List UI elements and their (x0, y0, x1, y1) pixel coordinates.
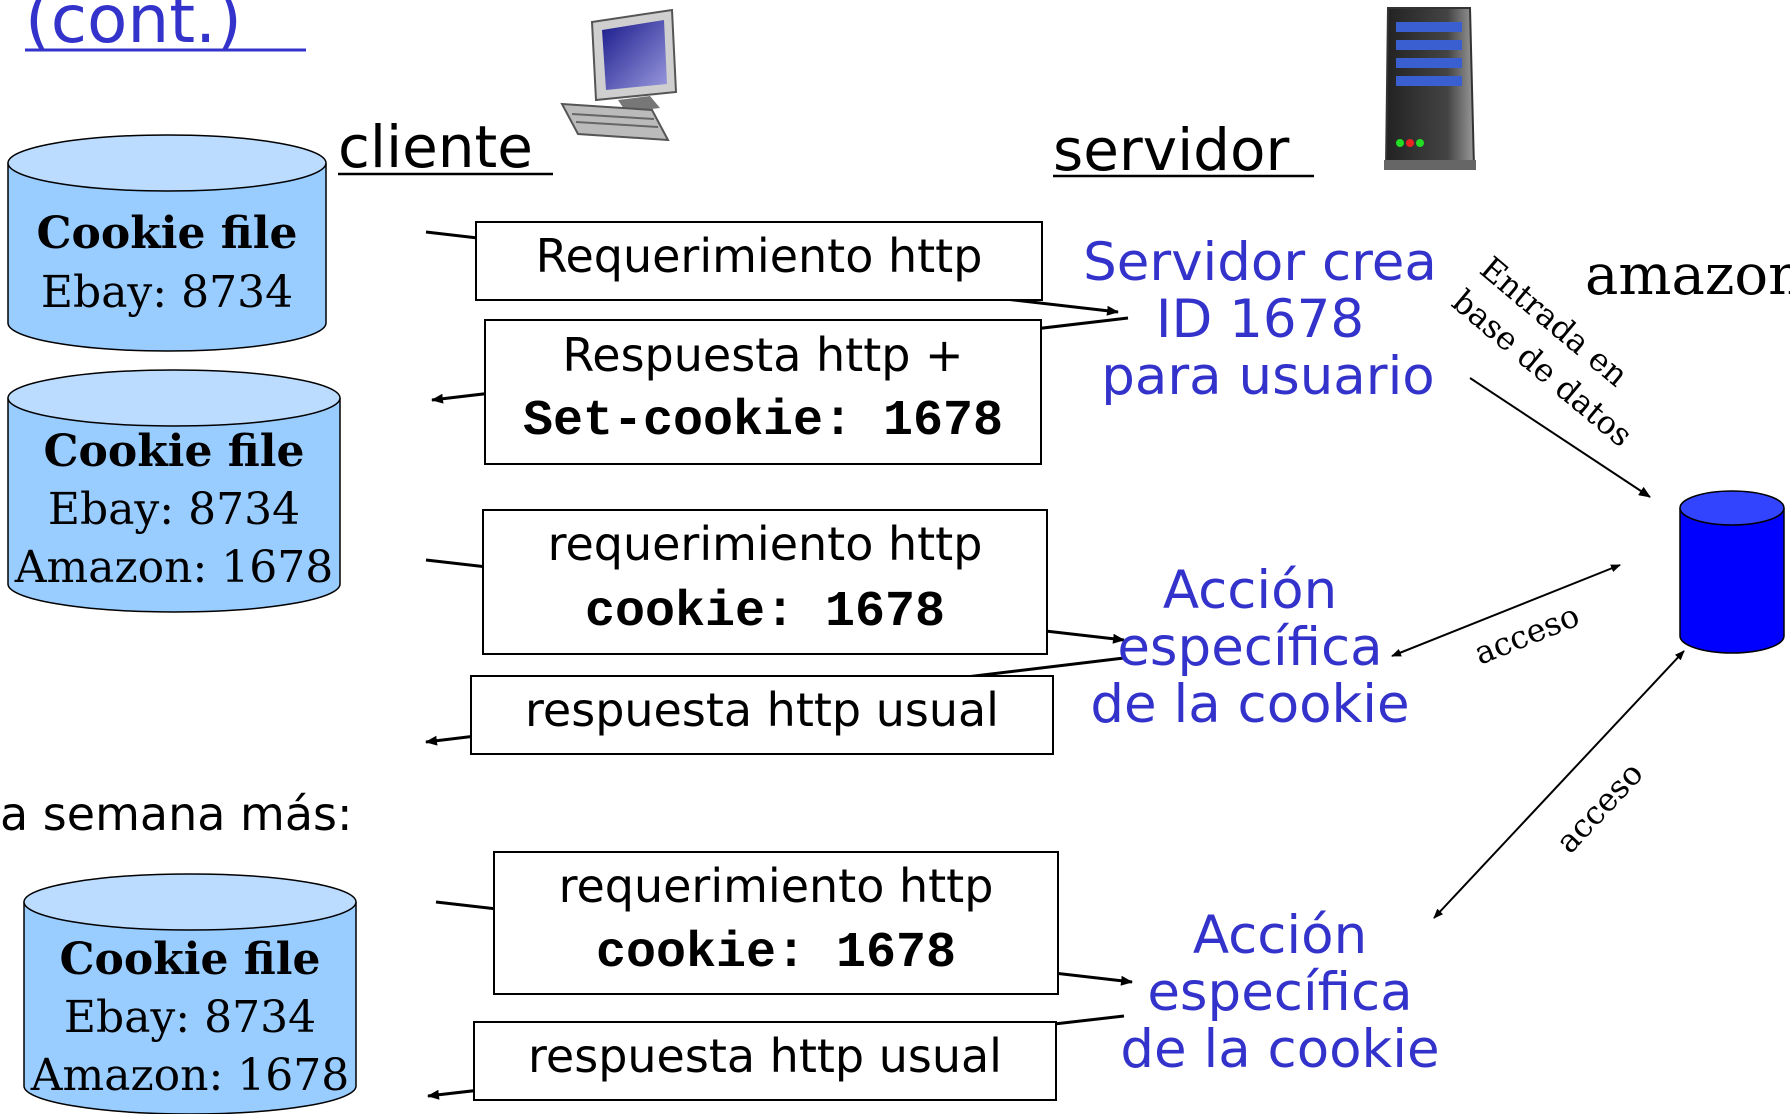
cookie-entry: Amazon: 1678 (14, 542, 334, 593)
week-later-label: a semana más: (0, 787, 353, 841)
message-box-request-2 (482, 509, 1048, 655)
message-request-2-line2: cookie: 1678 (585, 584, 945, 641)
database-cylinder-icon (1679, 490, 1785, 654)
cookie-entry: Ebay: 8734 (41, 267, 293, 318)
note-line: de la cookie (1120, 1019, 1439, 1080)
access-arrow-1 (1391, 564, 1621, 657)
message-response-1-line1: Respuesta http + (562, 328, 963, 382)
message-box-request-1 (475, 221, 1043, 301)
client-label: cliente (338, 113, 533, 181)
message-request-2-line1: requerimiento http (548, 517, 983, 571)
server-label: servidor (1053, 116, 1289, 184)
cookie-entry: Amazon: 1678 (30, 1050, 350, 1101)
cookie-file-3: Cookie file Ebay: 8734 Amazon: 1678 (23, 873, 357, 1114)
cookie-file-title: Cookie file (44, 426, 305, 477)
message-response-1-line2: Set-cookie: 1678 (523, 393, 1003, 450)
server-creates-id-note: Servidor crea ID 1678 para usuario (1083, 232, 1437, 407)
page-title: (cont.) (25, 0, 242, 58)
cookie-entry: Ebay: 8734 (48, 484, 300, 535)
cookie-specific-action-note-1: Acción específica de la cookie (1090, 560, 1409, 735)
message-request-3-line1: requerimiento http (559, 859, 994, 913)
server-tower-icon (1384, 7, 1476, 170)
note-line: de la cookie (1090, 674, 1409, 735)
cookie-file-title: Cookie file (37, 208, 298, 259)
message-box-response-1 (484, 319, 1042, 465)
note-line: Acción (1163, 560, 1337, 621)
cookie-entry: Ebay: 8734 (64, 992, 316, 1043)
access-label-2: acceso (1548, 754, 1651, 860)
cookie-specific-action-note-2: Acción específica de la cookie (1120, 905, 1439, 1080)
message-request-3-line2: cookie: 1678 (596, 925, 956, 982)
amazon-label: amazon (1585, 243, 1790, 308)
cookie-file-2: Cookie file Ebay: 8734 Amazon: 1678 (7, 369, 341, 613)
note-line: Acción (1193, 905, 1367, 966)
note-line: específica (1147, 962, 1412, 1023)
database-entry-arrow (1469, 377, 1651, 498)
cookie-file-title: Cookie file (60, 934, 321, 985)
cookie-file-1: Cookie file Ebay: 8734 (7, 134, 327, 352)
access-label-1: acceso (1469, 596, 1585, 672)
desktop-computer-icon (560, 8, 678, 142)
message-box-response-2 (470, 675, 1054, 755)
note-line: Servidor crea (1083, 232, 1437, 293)
note-line: ID 1678 (1156, 289, 1364, 350)
message-box-request-3 (493, 851, 1059, 995)
note-line: para usuario (1101, 346, 1434, 407)
message-box-response-3 (473, 1021, 1057, 1101)
note-line: específica (1117, 617, 1382, 678)
message-response-3: respuesta http usual (528, 1029, 1002, 1083)
message-response-2: respuesta http usual (525, 683, 999, 737)
message-request-1: Requerimiento http (536, 229, 983, 283)
access-arrow-2 (1433, 650, 1685, 919)
